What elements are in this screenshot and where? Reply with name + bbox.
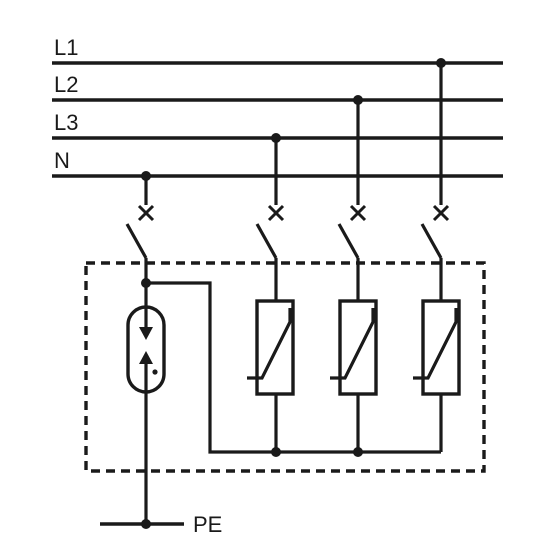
- gas-discharge-tube: [126, 283, 166, 394]
- varistor-l3-body: [255, 299, 295, 396]
- gdt-electrode-top-icon: [139, 327, 153, 340]
- label-l3: L3: [54, 110, 78, 135]
- varistor-l3: [247, 299, 295, 396]
- conductor-taps: [141, 58, 446, 205]
- disconnector-n: [125, 204, 155, 283]
- label-n: N: [54, 148, 70, 173]
- junction-n: [141, 171, 151, 181]
- junction-pe: [141, 519, 151, 529]
- label-pe: PE: [193, 512, 222, 537]
- disconnector-l1: [420, 204, 450, 301]
- label-l2: L2: [54, 72, 78, 97]
- junction-l1: [436, 58, 446, 68]
- varistor-l2-curve-icon: [330, 308, 375, 380]
- junction-l2: [353, 95, 363, 105]
- varistors: [247, 299, 461, 396]
- junction-bus-l3: [271, 447, 281, 457]
- gdt-gas-dot: [152, 369, 158, 375]
- label-l1: L1: [54, 35, 78, 60]
- varistor-l1-body: [421, 299, 461, 396]
- varistor-l3-curve-icon: [247, 308, 292, 380]
- conductor-labels: L1 L2 L3 N: [54, 35, 78, 173]
- junction-l3: [271, 133, 281, 143]
- varistor-l1: [413, 299, 461, 396]
- varistor-l1-curve-icon: [413, 308, 458, 380]
- gdt-electrode-bottom-icon: [139, 351, 153, 364]
- spd-enclosure: [84, 261, 486, 473]
- protective-earth: PE: [100, 392, 222, 537]
- junction-bus-l2: [353, 447, 363, 457]
- disconnector-l2: [337, 204, 367, 301]
- common-bus: [146, 281, 441, 454]
- disconnectors: [125, 204, 450, 301]
- varistor-l2-body: [338, 299, 378, 396]
- disconnector-l3: [255, 204, 285, 301]
- varistor-l2: [330, 299, 378, 396]
